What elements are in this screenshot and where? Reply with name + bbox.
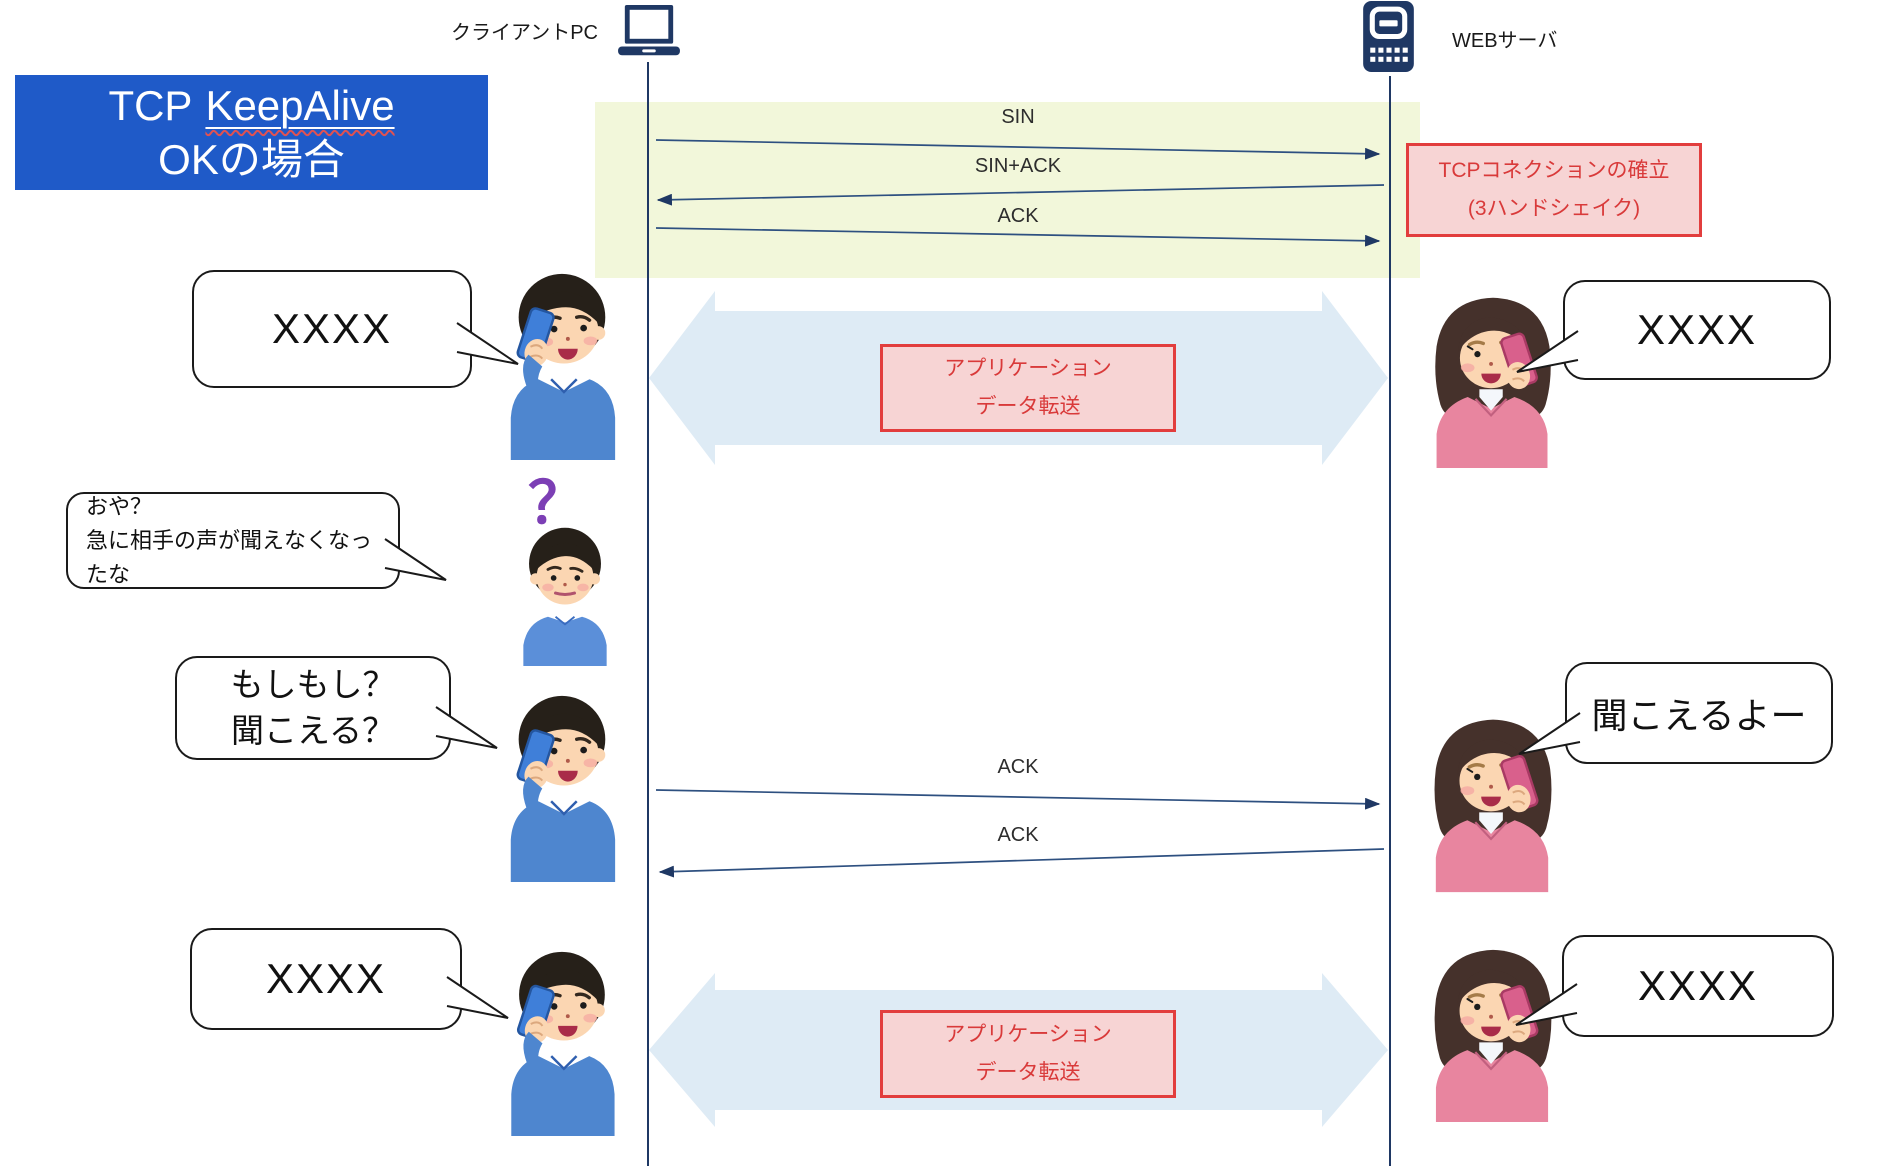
bubble-text-line1: おや？ — [86, 493, 153, 519]
laptop-icon — [612, 4, 686, 62]
question-mark: ？ — [528, 471, 587, 536]
title-keyword: KeepAlive — [205, 81, 395, 129]
bubble-text: XXXX — [271, 305, 393, 352]
bubble-text: XXXX — [1636, 306, 1758, 353]
title-line2: OKの場合 — [158, 135, 345, 183]
keepalive-ack-arrow-left — [658, 848, 1385, 878]
speech-bubble-client-check: もしもし？ 聞こえる？ — [175, 656, 498, 760]
title-keyword-underline: KeepAlive — [205, 82, 394, 129]
bubble-tail — [1515, 983, 1578, 1026]
speech-bubble-server-talk2: XXXX — [1515, 935, 1834, 1037]
sin-label: SIN — [1001, 106, 1035, 128]
bubble-tail — [456, 322, 519, 365]
handshake-note: TCPコネクションの確立 (3ハンドシェイク) — [1406, 143, 1702, 237]
speech-bubble-server-reply: 聞こえるよー — [1518, 662, 1833, 764]
server-icon — [1362, 0, 1415, 75]
transfer-top-line1: アプリケーション — [944, 357, 1112, 380]
bubble-tail — [1516, 330, 1579, 373]
speech-bubble-server-talk1: XXXX — [1516, 280, 1831, 380]
handshake-note-line1: TCPコネクションの確立 — [1438, 159, 1670, 182]
title-prefix: TCP — [108, 81, 193, 129]
bubble-tail — [384, 538, 447, 581]
bubble-tail — [1518, 712, 1581, 755]
server-actor-label: WEBサーバ — [1452, 30, 1558, 52]
speech-bubble-client-wonder: おや？ 急に相手の声が聞えなくなったな — [66, 492, 447, 589]
transfer-bottom-line1: アプリケーション — [944, 1023, 1112, 1046]
slide-title: TCP KeepAlive OKの場合 — [15, 75, 488, 190]
data-transfer-label-bottom: アプリケーション データ転送 — [880, 1010, 1176, 1098]
bubble-text: 聞こえるよー — [1591, 695, 1807, 736]
speech-bubble-client-talk1: XXXX — [192, 270, 519, 388]
bubble-text-line1: もしもし？ — [230, 666, 396, 703]
bubble-tail — [446, 976, 509, 1019]
client-actor-label: クライアントPC — [451, 22, 598, 44]
man-on-phone-illustration-2 — [497, 690, 623, 882]
title-line1: TCP KeepAlive — [108, 79, 394, 133]
bubble-text: XXXX — [1637, 962, 1759, 1009]
worried-man-illustration — [506, 524, 624, 666]
bubble-tail — [435, 706, 498, 749]
bubble-text-line2: 聞こえる？ — [230, 712, 395, 749]
transfer-top-line2: データ転送 — [975, 395, 1081, 418]
keepalive-ack-arrow-right — [655, 789, 1381, 810]
data-transfer-label-top: アプリケーション データ転送 — [880, 344, 1176, 432]
bubble-text-line2: 急に相手の声が聞えなくなったな — [86, 527, 373, 587]
ack-label: ACK — [997, 205, 1039, 227]
handshake-note-line2: (3ハンドシェイク) — [1467, 197, 1641, 220]
keepalive-ack-label-1: ACK — [997, 756, 1039, 778]
sin-ack-label: SIN+ACK — [974, 155, 1062, 177]
speech-bubble-client-talk2: XXXX — [190, 928, 509, 1030]
transfer-bottom-line2: データ転送 — [975, 1061, 1081, 1084]
keepalive-ack-label-2: ACK — [997, 824, 1039, 846]
bubble-text: XXXX — [265, 955, 387, 1002]
